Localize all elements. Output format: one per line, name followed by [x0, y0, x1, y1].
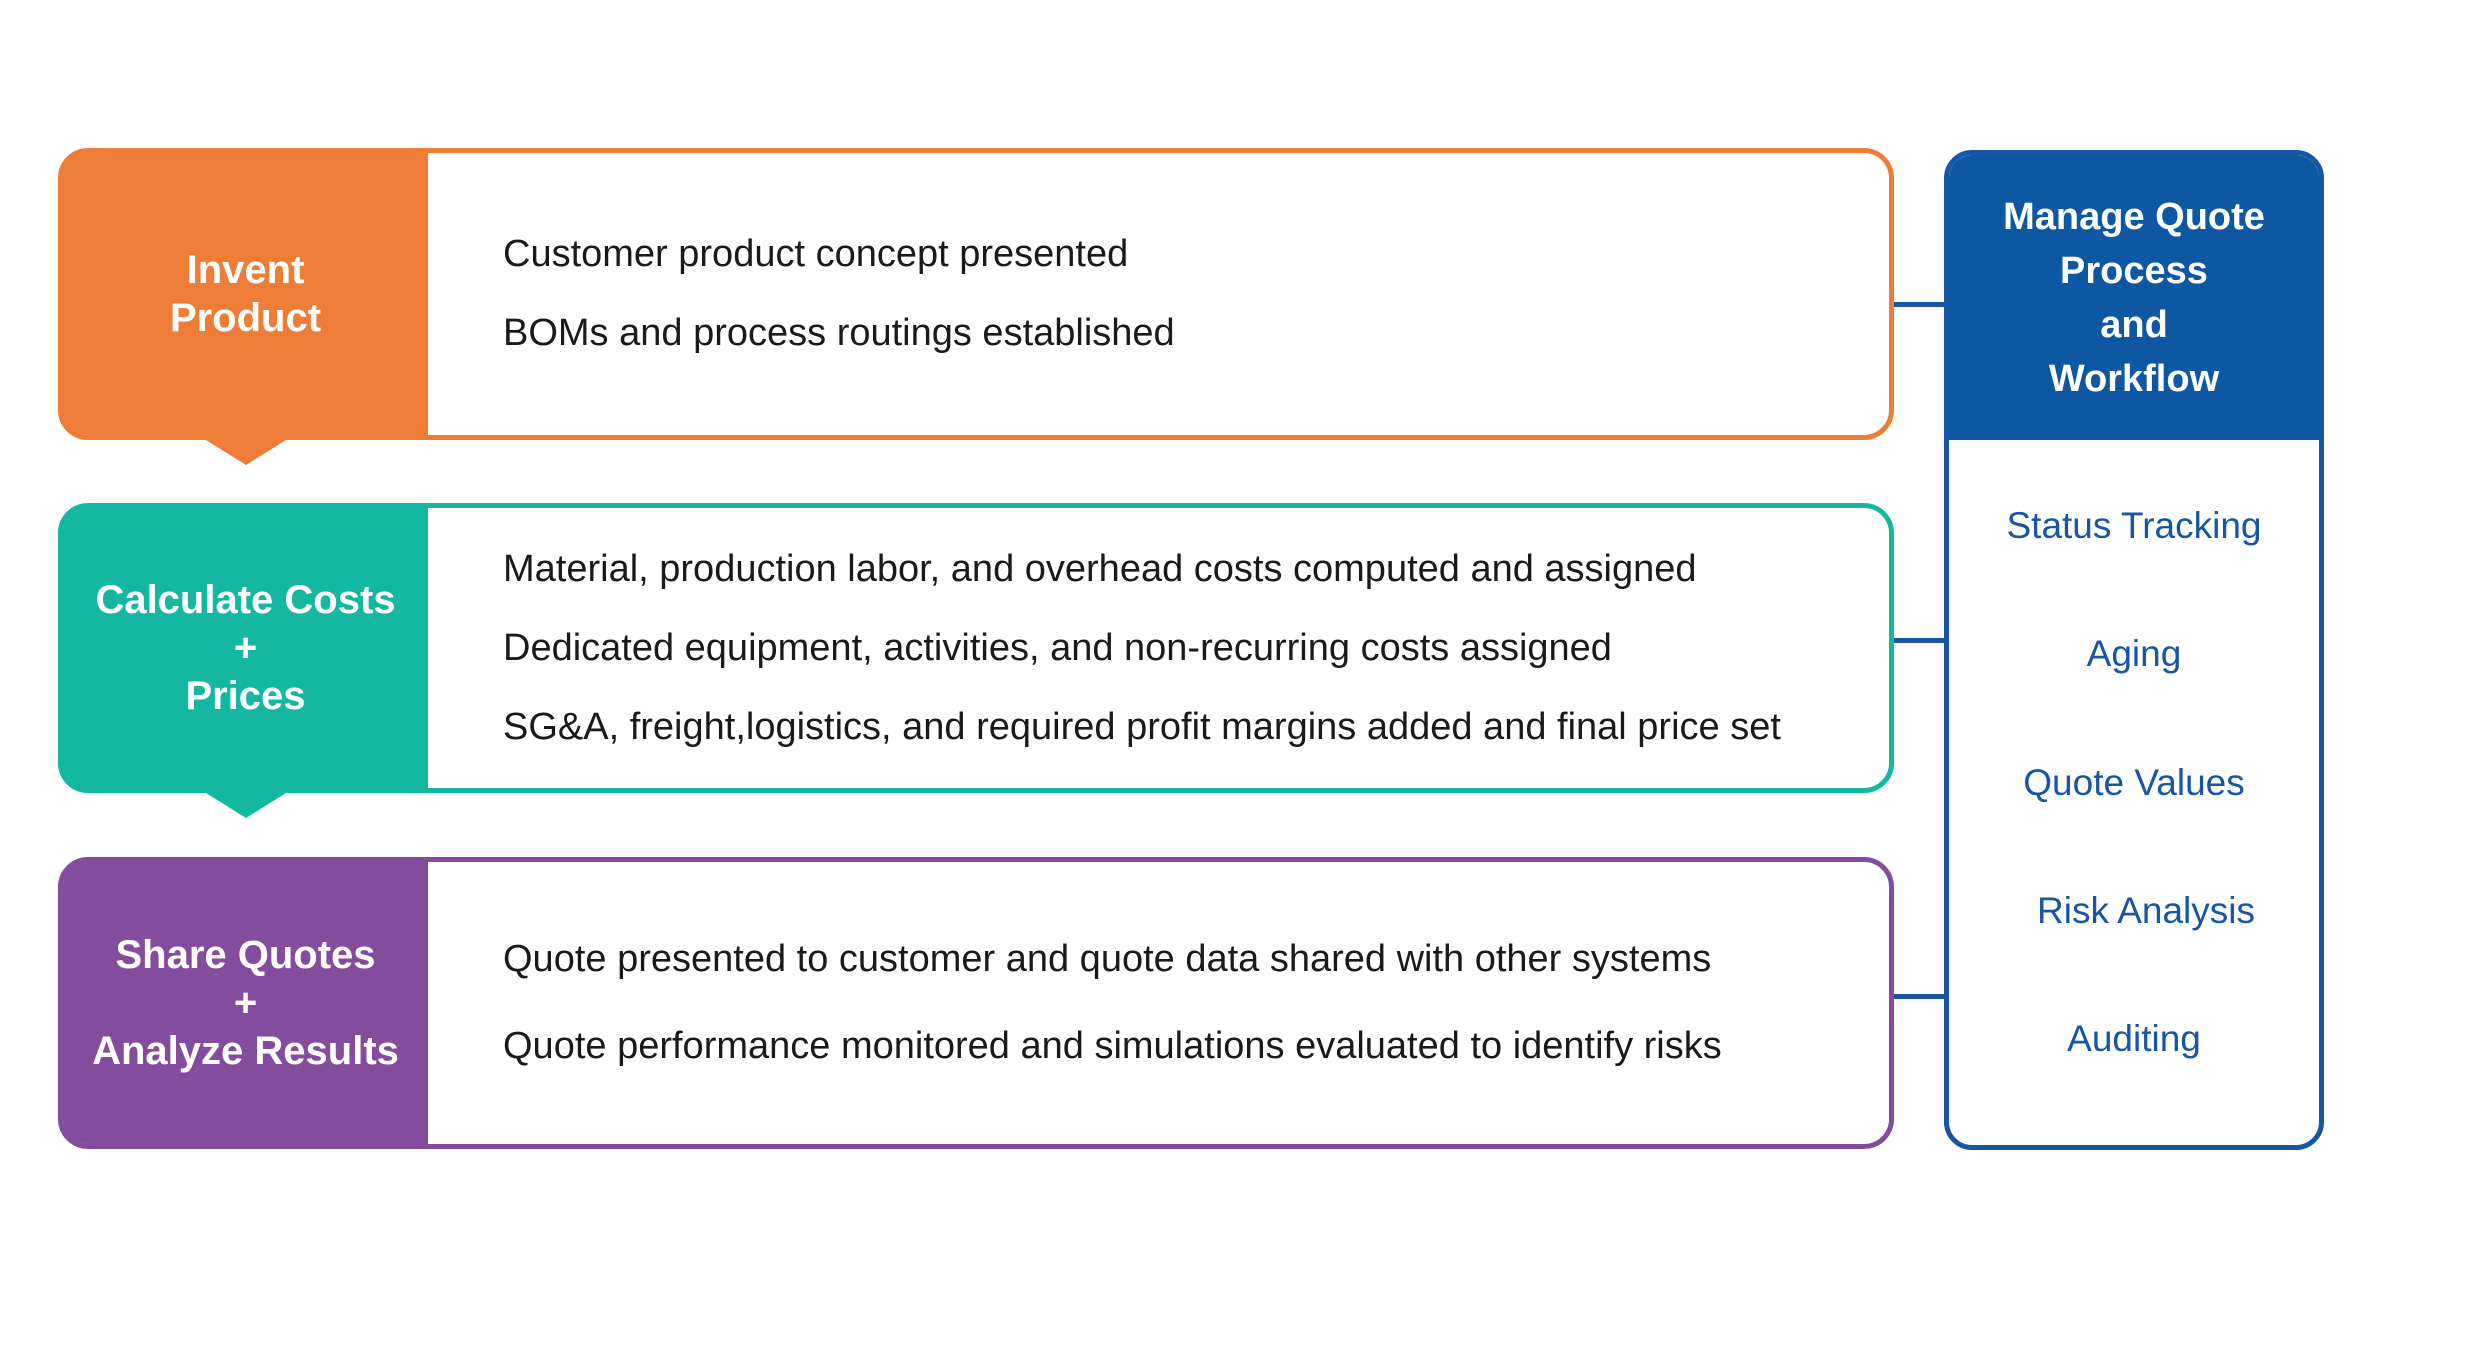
- stage-label-share-quotes: Share Quotes + Analyze Results: [63, 862, 428, 1144]
- workflow-title-line: Workflow: [2048, 357, 2220, 400]
- stage-share-quotes-analyze: Share Quotes + Analyze Results Quote pre…: [58, 857, 1894, 1149]
- stage-items: Material, production labor, and overhead…: [503, 508, 1859, 788]
- stage-label-calculate-costs: Calculate Costs + Prices: [63, 508, 428, 818]
- stage-label-line: Analyze Results: [92, 1029, 399, 1073]
- stage-label-line: Share Quotes: [115, 933, 376, 977]
- connector-line: [1894, 994, 1946, 999]
- connector-line: [1894, 302, 1946, 307]
- stage-label-invent-product: Invent Product: [63, 153, 428, 465]
- workflow-list: Status Tracking Aging Quote Values Risk …: [1949, 440, 2319, 1145]
- workflow-title-line: Manage Quote: [2003, 195, 2265, 238]
- stage-item: Quote performance monitored and simulati…: [503, 1025, 1722, 1067]
- down-arrow-icon: [197, 788, 294, 818]
- stage-label-line: Product: [169, 296, 322, 340]
- workflow-item: Status Tracking: [2006, 505, 2262, 546]
- workflow-title-line: Process: [2060, 249, 2208, 292]
- connector-line: [1894, 638, 1946, 643]
- workflow-title-line: and: [2100, 303, 2168, 346]
- stage-label-line: Invent: [186, 248, 305, 292]
- workflow-item: Aging: [2086, 633, 2182, 674]
- stage-label-line: +: [233, 981, 258, 1025]
- stage-items: Customer product concept presented BOMs …: [503, 153, 1859, 435]
- workflow-item: Risk Analysis: [2037, 890, 2255, 931]
- workflow-title: Manage Quote Process and Workflow: [1949, 155, 2319, 440]
- stage-label-line: Calculate Costs: [95, 578, 396, 622]
- workflow-item: Quote Values: [2023, 762, 2245, 803]
- stage-item: BOMs and process routings established: [503, 312, 1175, 354]
- stage-item: Quote presented to customer and quote da…: [503, 938, 1712, 980]
- stage-item: Dedicated equipment, activities, and non…: [503, 626, 1612, 669]
- stage-item: SG&A, freight,logistics, and required pr…: [503, 705, 1781, 748]
- down-arrow-icon: [197, 435, 294, 465]
- workflow-item: Auditing: [2067, 1018, 2201, 1059]
- stage-calculate-costs-prices: Calculate Costs + Prices Material, produ…: [58, 503, 1894, 818]
- stage-invent-product: Invent Product Customer product concept …: [58, 148, 1894, 465]
- stage-label-line: +: [233, 626, 258, 670]
- stage-item: Customer product concept presented: [503, 233, 1129, 275]
- stage-items: Quote presented to customer and quote da…: [503, 862, 1859, 1144]
- stage-item: Material, production labor, and overhead…: [503, 547, 1697, 590]
- workflow-panel: Manage Quote Process and Workflow Status…: [1944, 150, 2324, 1150]
- stage-label-line: Prices: [185, 674, 306, 718]
